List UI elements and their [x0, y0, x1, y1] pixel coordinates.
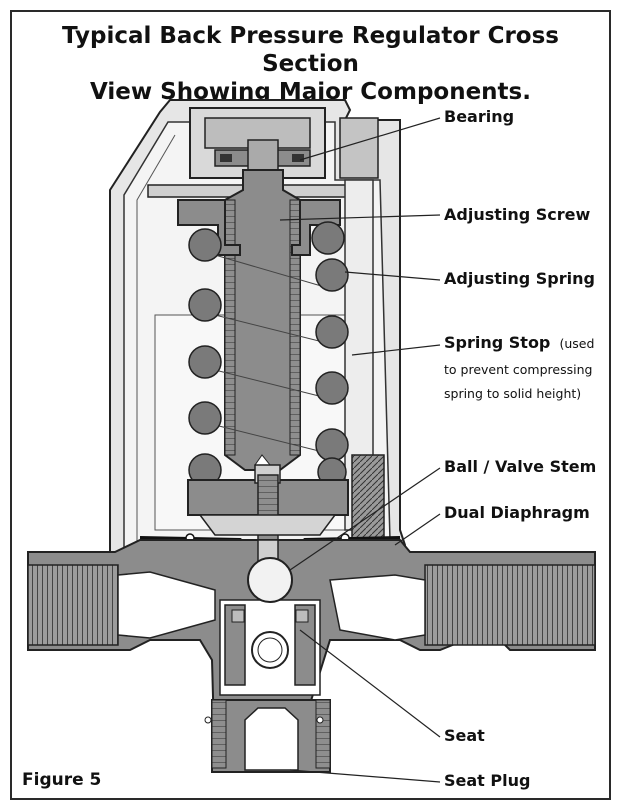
label-dual-diaphragm: Dual Diaphragm: [444, 503, 590, 522]
label-spring-stop-note3: spring to solid height): [444, 386, 581, 401]
seat-cage: [224, 604, 316, 686]
seat-plug-part: [204, 699, 331, 773]
leader-seat-plug: [289, 769, 441, 783]
title-line-1: Typical Back Pressure Regulator Cross Se…: [62, 23, 559, 77]
leader-ball-valve-stem: [289, 467, 441, 571]
adjusting-screw: [224, 169, 301, 471]
adjusting-spring: [188, 221, 349, 487]
leader-adjusting-spring: [344, 271, 441, 281]
label-spring-stop-note2: to prevent compressing: [444, 362, 592, 377]
ball-valve-stem: [247, 539, 293, 603]
leader-adjusting-screw: [279, 214, 441, 221]
label-adjusting-spring: Adjusting Spring: [444, 269, 595, 288]
label-seat: Seat: [444, 726, 485, 745]
leader-seat: [299, 629, 441, 738]
bearing: [214, 139, 311, 171]
figure-number: Figure 5: [22, 770, 102, 790]
label-spring-stop-line1: Spring Stop (used: [444, 333, 594, 352]
figure-title: Typical Back Pressure Regulator Cross Se…: [10, 22, 611, 106]
label-spring-stop-note1: (used: [559, 336, 594, 351]
leader-lines: [279, 117, 441, 783]
leader-bearing: [299, 117, 441, 161]
label-seat-plug: Seat Plug: [444, 771, 530, 790]
label-spring-stop: Spring Stop: [444, 333, 550, 352]
leader-spring-stop: [351, 344, 441, 356]
figure-border: [10, 10, 611, 800]
leader-dual-diaphragm: [394, 513, 441, 546]
label-bearing: Bearing: [444, 107, 514, 126]
spring-lower-button: [187, 464, 349, 556]
label-adjusting-screw: Adjusting Screw: [444, 205, 591, 224]
spring-upper-button: [177, 199, 341, 256]
label-ball-valve-stem: Ball / Valve Stem: [444, 457, 596, 476]
component-labels: Bearing Adjusting Screw Adjusting Spring…: [444, 107, 596, 790]
